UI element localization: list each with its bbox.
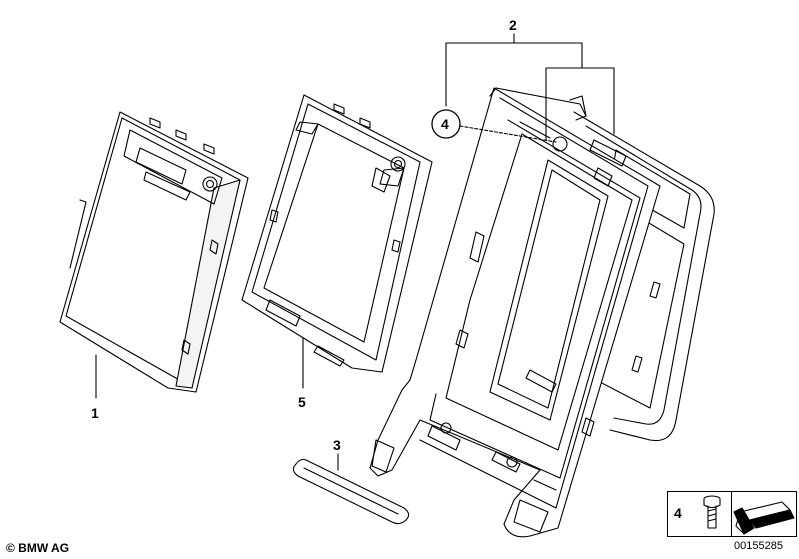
- part-2-shell: [369, 87, 715, 538]
- callout-1: 1: [91, 405, 99, 421]
- direction-arrow-icon: [733, 501, 795, 535]
- callout-4: 4: [441, 116, 449, 132]
- callout-5: 5: [298, 394, 306, 410]
- screw-icon: [703, 495, 721, 529]
- part-1-cushion: [59, 111, 249, 393]
- legend-divider: [731, 491, 732, 537]
- callout-2-bracket: [445, 33, 615, 141]
- part-5-frame: [241, 94, 433, 373]
- part-3-trim-strip: [292, 458, 410, 525]
- legend-part-number: 4: [674, 505, 682, 521]
- callout-3: 3: [333, 437, 341, 453]
- callout-4-circle: [431, 109, 461, 139]
- callout-2: 2: [509, 17, 517, 33]
- legend-box: [667, 491, 797, 537]
- copyright-label: © BMW AG: [6, 541, 70, 555]
- document-number: 00155285: [734, 540, 783, 552]
- leader-line-4: [459, 125, 557, 143]
